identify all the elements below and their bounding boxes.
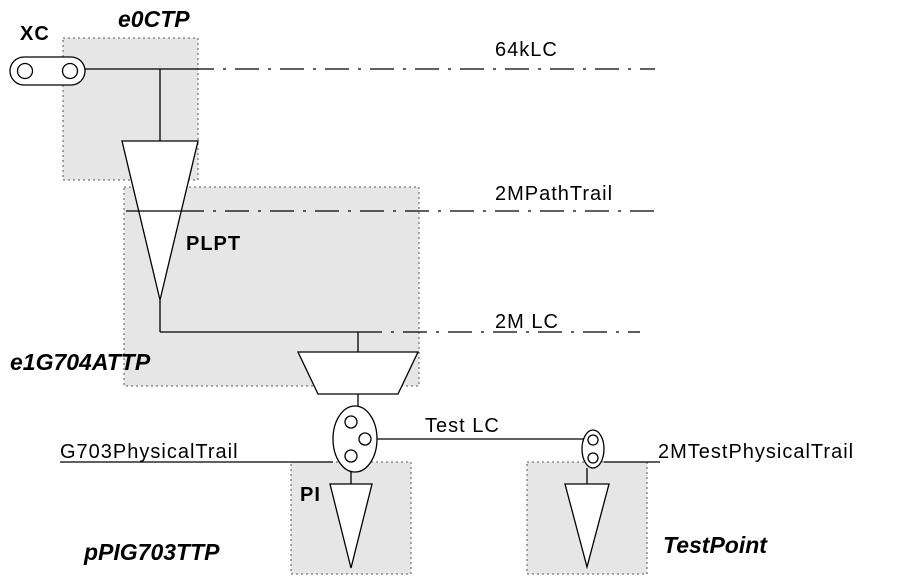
test-physical-trail-label: 2MTestPhysicalTrail — [658, 441, 854, 463]
connection-port-bottom — [344, 449, 358, 463]
g703-trail-label: G703PhysicalTrail — [60, 441, 239, 463]
testpoint-triangle — [564, 483, 610, 570]
xc-right-port — [61, 62, 79, 80]
plpt-label: PLPT — [186, 233, 241, 255]
xc-label: XC — [20, 23, 50, 45]
pi-label: PI — [300, 484, 321, 506]
lc2m-label: 2M LC — [495, 311, 559, 333]
connection-port-middle — [358, 432, 372, 446]
connection-port-top — [344, 415, 358, 429]
pi-triangle — [329, 483, 373, 569]
e0ctp-label: e0CTP — [118, 6, 190, 32]
ppig703ttp-label: pPIG703TTP — [83, 539, 220, 565]
e1g704attp-label: e1G704ATTP — [10, 349, 151, 375]
plpt-triangle — [121, 140, 199, 301]
testpoint-label: TestPoint — [663, 532, 768, 558]
adaptation-trapezoid — [296, 351, 420, 395]
lc64k-label: 64kLC — [495, 39, 558, 61]
test-lc-label: Test LC — [425, 415, 500, 437]
path-trail-label: 2MPathTrail — [495, 183, 613, 205]
test-port-top — [587, 434, 599, 446]
xc-left-port — [16, 62, 34, 80]
test-port-bottom — [587, 452, 599, 464]
